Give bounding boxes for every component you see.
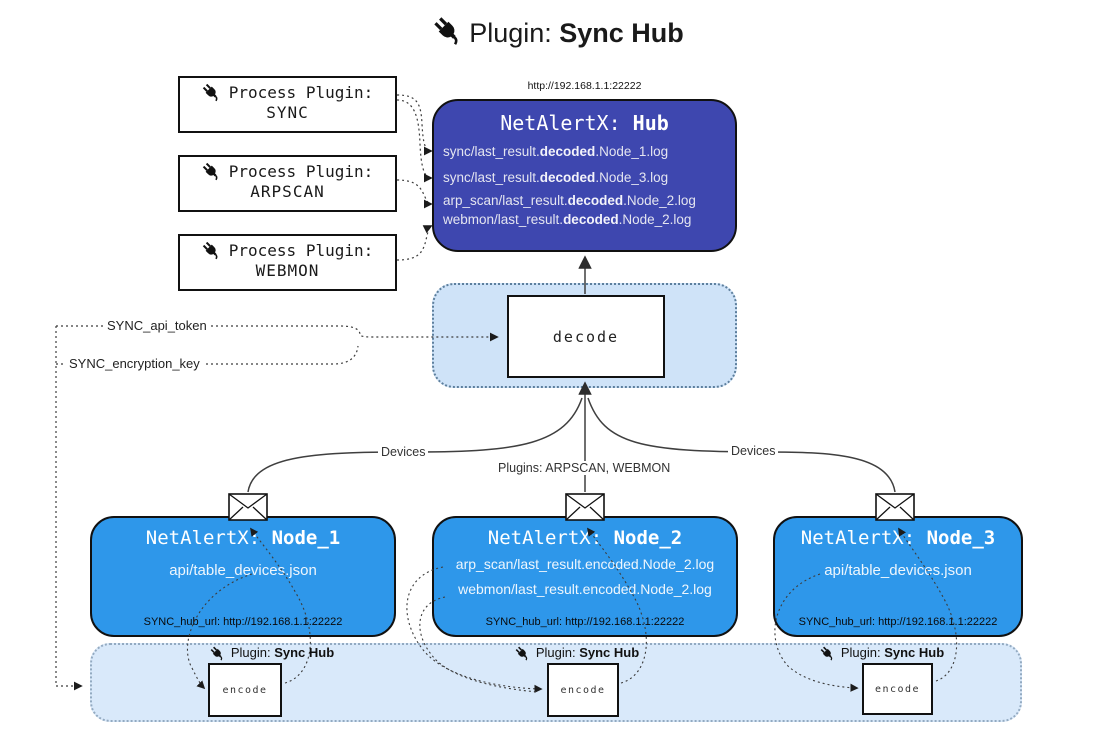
- envelope-icon: [875, 493, 915, 521]
- envelope-icon: [228, 493, 268, 521]
- hub-title-prefix: NetAlertX:: [500, 111, 633, 135]
- encode3-box: encode: [862, 663, 933, 715]
- plug-icon: [515, 646, 528, 661]
- page-title-name: Sync Hub: [559, 18, 684, 48]
- process-plugin-box-webmon: Process Plugin: WEBMON: [178, 234, 397, 291]
- node2-file: arp_scan/last_result.encoded.Node_2.log: [455, 556, 715, 572]
- config-sync-api-token: SYNC_api_token: [104, 318, 210, 333]
- node1-box: NetAlertX: Node_1 api/table_devices.json…: [90, 516, 396, 637]
- hub-log-line: webmon/last_result.decoded.Node_2.log: [443, 212, 692, 227]
- plug-icon: [202, 83, 218, 102]
- process-plugin-name: SYNC: [266, 103, 309, 122]
- page-title-prefix: Plugin:: [469, 18, 552, 48]
- page-title: Plugin: Sync Hub: [0, 16, 1117, 49]
- process-plugin-label: Process Plugin:: [228, 162, 374, 181]
- encode2-box: encode: [547, 663, 619, 717]
- hub-url: http://192.168.1.1:22222: [527, 80, 642, 92]
- hub-box: NetAlertX: Hub sync/last_result.decoded.…: [432, 99, 737, 252]
- edge-webmon-hub-log4: [396, 225, 433, 261]
- config-sync-encryption-key: SYNC_encryption_key: [66, 356, 203, 371]
- hub-log-line: sync/last_result.decoded.Node_1.log: [443, 144, 669, 159]
- process-plugin-box-arpscan: Process Plugin: ARPSCAN: [178, 155, 397, 212]
- encoder2-label: Plugin: Sync Hub: [492, 645, 662, 661]
- process-plugin-label: Process Plugin:: [228, 241, 374, 260]
- plug-icon: [820, 646, 833, 661]
- process-plugin-label: Process Plugin:: [228, 83, 374, 102]
- node3-box: NetAlertX: Node_3 api/table_devices.json…: [773, 516, 1023, 637]
- node1-title: NetAlertX: Node_1: [145, 527, 341, 549]
- node3-title: NetAlertX: Node_3: [800, 527, 996, 549]
- hub-log-line: sync/last_result.decoded.Node_3.log: [443, 170, 669, 185]
- node1-hub-url: SYNC_hub_url: http://192.168.1.1:22222: [143, 616, 343, 628]
- decode-box: decode: [507, 295, 665, 378]
- hub-title: NetAlertX: Hub: [434, 111, 735, 135]
- plug-icon: [202, 162, 218, 181]
- node2-box: NetAlertX: Node_2 arp_scan/last_result.e…: [432, 516, 738, 637]
- edge-label-plugins: Plugins: ARPSCAN, WEBMON: [495, 461, 674, 475]
- node2-title: NetAlertX: Node_2: [487, 527, 683, 549]
- process-plugin-box-sync: Process Plugin: SYNC: [178, 76, 397, 133]
- edge-label-devices-right: Devices: [728, 444, 779, 458]
- node2-file: webmon/last_result.encoded.Node_2.log: [458, 581, 712, 597]
- process-plugin-name: ARPSCAN: [250, 182, 325, 201]
- edge-sync-hub-log2: [396, 99, 433, 183]
- plug-icon: [210, 646, 223, 661]
- plug-icon: [434, 17, 458, 45]
- edge-label-devices-left: Devices: [378, 445, 429, 459]
- encoder3-label: Plugin: Sync Hub: [797, 645, 967, 661]
- hub-title-name: Hub: [632, 111, 669, 135]
- hub-log-list: sync/last_result.decoded.Node_1.log sync…: [434, 144, 735, 227]
- node2-hub-url: SYNC_hub_url: http://192.168.1.1:22222: [485, 616, 685, 628]
- encode1-box: encode: [208, 663, 282, 717]
- process-plugin-name: WEBMON: [255, 261, 320, 280]
- envelope-icon: [565, 493, 605, 521]
- node1-file: api/table_devices.json: [169, 562, 317, 579]
- plug-icon: [202, 241, 218, 260]
- node3-file: api/table_devices.json: [824, 562, 972, 579]
- edge-arpscan-hub-log3: [396, 179, 433, 209]
- edge-key-to-band: [55, 326, 83, 691]
- encoder1-label: Plugin: Sync Hub: [187, 645, 357, 661]
- edge-sync-hub-log1: [396, 94, 433, 156]
- node3-hub-url: SYNC_hub_url: http://192.168.1.1:22222: [798, 616, 998, 628]
- hub-log-line: arp_scan/last_result.decoded.Node_2.log: [443, 193, 696, 208]
